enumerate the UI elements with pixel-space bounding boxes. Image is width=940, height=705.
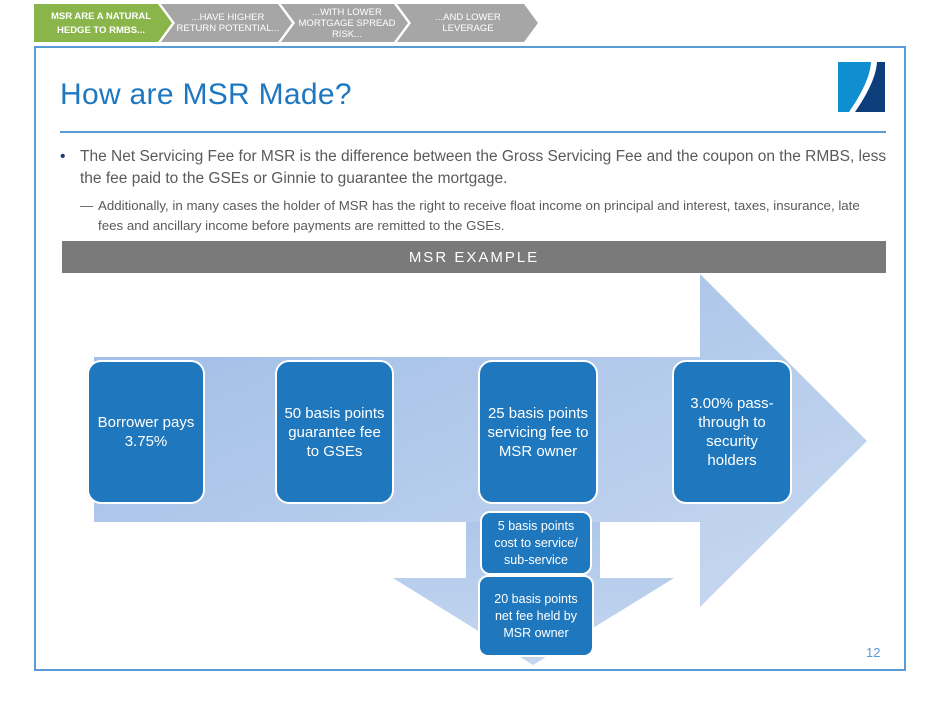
crumb-line: ...AND LOWER [435,12,501,23]
box-cost-to-service: 5 basis points cost to service/ sub-serv… [480,511,592,575]
bullet-sub-text: Additionally, in many cases the holder o… [98,198,860,233]
breadcrumb-chevrons [34,4,538,42]
box-guarantee-fee: 50 basis points guarantee fee to GSEs [275,360,394,504]
crumb-line: LEVERAGE [442,23,494,34]
box-servicing-fee: 25 basis points servicing fee to MSR own… [478,360,598,504]
crumb-shape-1[interactable] [34,4,172,42]
crumb-shape-2[interactable] [161,4,292,42]
crumb-line: ...HAVE HIGHER [191,12,265,23]
crumb-line: MSR ARE A NATURAL [50,10,152,22]
crumb-line: RETURN POTENTIAL... [176,23,280,34]
breadcrumb: MSR ARE A NATURAL HEDGE TO RMBS... ...HAV… [34,4,554,42]
crumb-line: RISK... [331,28,363,40]
page-number: 12 [866,645,881,660]
slide-frame [34,46,906,671]
bullet-main-text: The Net Servicing Fee for MSR is the dif… [80,148,887,187]
msr-example-banner: MSR EXAMPLE [62,241,886,273]
company-logo-icon [838,62,885,112]
bullet-main: • The Net Servicing Fee for MSR is the d… [60,146,892,190]
crumb-shape-3[interactable] [281,4,408,42]
bullet-marker: • [60,148,66,165]
page-title: How are MSR Made? [60,78,352,111]
box-pass-through: 3.00% pass-through to security holders [672,360,792,504]
crumb-shape-4[interactable] [397,4,538,42]
box-net-fee: 20 basis points net fee held by MSR owne… [478,575,594,657]
box-borrower-pays: Borrower pays 3.75% [87,360,205,504]
bullet-sub: — Additionally, in many cases the holder… [80,196,880,236]
crumb-line: MORTGAGE SPREAD [298,17,396,29]
crumb-line: ...WITH LOWER [312,6,382,18]
crumb-line: HEDGE TO RMBS... [57,24,145,36]
title-divider [60,131,886,133]
crumb-msr-natural-hedge[interactable]: MSR ARE A NATURAL HEDGE TO RMBS... [36,4,166,42]
sub-bullet-marker: — [80,198,94,213]
